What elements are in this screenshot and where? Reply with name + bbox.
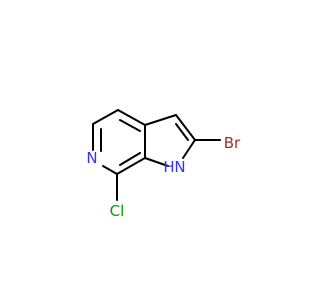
atom-label-n-pyrrole: N [174,158,185,176]
bond-c4-c5-inner [119,119,141,132]
atom-label-h-pyrrole: H [163,158,174,176]
structure-canvas: N N H Br Cl [86,109,241,220]
atom-label-br: Br [224,134,241,152]
bond-c3-c2 [175,114,196,141]
bond-c3-c2-inner [175,123,189,141]
atom-labels: N N H Br Cl [86,134,241,220]
atom-label-cl: Cl [110,202,125,220]
bond-c7-c7a [116,157,146,175]
bond-c3a-c3 [144,114,177,126]
bond-n-c7 [102,165,118,175]
bond-c5-c6 [92,109,119,125]
bond-c7-c7a-inner [119,152,141,166]
atom-label-n-pyridine: N [86,149,97,167]
bond-nh-c7a [144,157,169,167]
bond-c4-c5 [117,109,146,126]
bonds [92,109,221,201]
bond-c2-nh [182,139,196,159]
